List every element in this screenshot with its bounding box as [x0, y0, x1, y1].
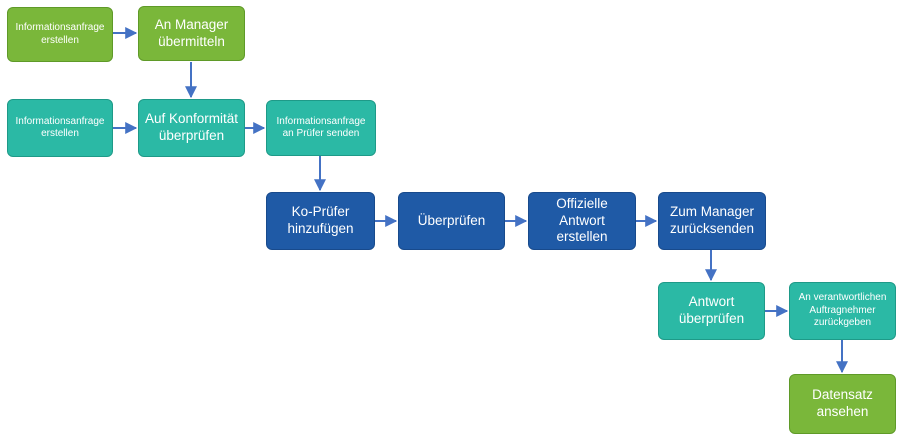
node-create-official-response: Offizielle Antwort erstellen: [528, 192, 636, 250]
node-create-request-1: Informationsanfrage erstellen: [7, 7, 113, 62]
node-create-request-2: Informationsanfrage erstellen: [7, 99, 113, 157]
node-review: Überprüfen: [398, 192, 505, 250]
node-return-to-manager: Zum Manager zurücksenden: [658, 192, 766, 250]
node-review-response: Antwort überprüfen: [658, 282, 765, 340]
node-return-to-contractor: An verantwortlichen Auftragnehmer zurück…: [789, 282, 896, 340]
node-add-coreviewer: Ko-Prüfer hinzufügen: [266, 192, 375, 250]
node-submit-to-manager: An Manager übermitteln: [138, 6, 245, 61]
node-check-compliance: Auf Konformität überprüfen: [138, 99, 245, 157]
node-send-to-reviewer: Informationsanfrage an Prüfer senden: [266, 100, 376, 156]
node-view-record: Datensatz ansehen: [789, 374, 896, 434]
